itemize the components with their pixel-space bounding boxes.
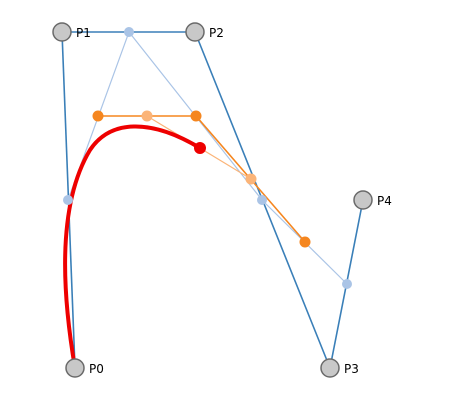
level3-point [141,110,153,122]
level3-points [141,110,257,185]
level2-point [190,110,202,122]
label-p2: P2 [209,26,224,40]
level1-point [63,195,73,205]
curve-current-point [194,142,206,154]
control-points [52,22,373,378]
control-point-p2[interactable] [185,22,205,42]
label-p0: P0 [89,362,104,376]
control-polygon [61,31,364,369]
control-point-p3[interactable] [320,358,340,378]
level2-points [92,110,311,248]
level2-point [299,236,311,248]
label-p3: P3 [344,362,359,376]
level1-point [342,279,352,289]
control-point-p0[interactable] [65,358,85,378]
level3-point [245,173,257,185]
level2-lines [98,115,306,243]
level1-point [124,27,134,37]
label-p1: P1 [76,26,91,40]
bezier-curve [63,124,202,370]
control-point-p4[interactable] [353,190,373,210]
level1-points [63,27,352,289]
level2-point [92,110,104,122]
label-p4: P4 [377,194,392,208]
control-point-p1[interactable] [52,22,72,42]
level1-point [257,195,267,205]
point-labels: P0 P1 P2 P3 P4 [76,26,392,376]
